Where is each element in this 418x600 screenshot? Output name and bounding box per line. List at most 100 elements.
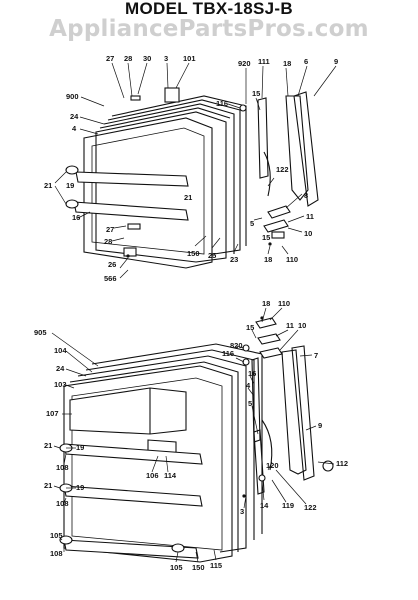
label: 11 (286, 321, 294, 330)
label: 30 (143, 54, 151, 63)
freezer-door-edge-2 (103, 103, 235, 254)
shelf-cap-105-right (171, 543, 185, 553)
part-27-hinge-top (127, 223, 141, 230)
label: 122 (276, 165, 289, 174)
label: 4 (72, 124, 77, 133)
fresh-door-edge-1 (69, 361, 239, 552)
label: 108 (56, 499, 69, 508)
label: 14 (260, 501, 269, 510)
label: 18 (264, 255, 272, 264)
label: 19 (76, 443, 84, 452)
label: 9 (334, 57, 338, 66)
label: 110 (278, 299, 290, 308)
label: 103 (54, 380, 67, 389)
freezer-door-edge-1 (99, 107, 231, 129)
label: 27 (106, 225, 114, 234)
label: 10 (304, 229, 312, 238)
door-shelf-middle (63, 485, 203, 507)
hinge-15-bottom (271, 231, 285, 239)
label: 28 (124, 54, 132, 63)
part-26-hinge (123, 247, 137, 257)
label: 110 (286, 255, 298, 264)
label: 26 (108, 260, 116, 269)
label: 820 (230, 341, 243, 350)
label: 16 (248, 369, 256, 378)
label: 104 (54, 346, 67, 355)
handle-part-122 (263, 151, 271, 197)
hinge-11 (263, 219, 289, 233)
shelf-cap-19-lower (65, 199, 79, 209)
label: 21 (44, 181, 52, 190)
model-title: MODEL TBX-18SJ-B (125, 0, 293, 18)
handle-9 (293, 91, 319, 207)
screw-3-lower (242, 494, 246, 498)
label: 920 (238, 59, 251, 68)
label: 27 (106, 54, 114, 63)
label: 21 (44, 481, 52, 490)
label: 5 (248, 399, 252, 408)
label: 18 (262, 299, 270, 308)
label: 107 (46, 409, 59, 418)
part-116-plug (239, 104, 247, 112)
label: 18 (283, 59, 291, 68)
label: 5 (250, 219, 254, 228)
label: 150 (187, 249, 200, 258)
handle-7 (281, 349, 307, 475)
handle-9-lower (291, 345, 315, 481)
top-leader-lines (54, 62, 337, 279)
screw-26 (126, 254, 130, 258)
hinge-11-lower (257, 333, 281, 345)
freezer-door-liner (83, 117, 213, 269)
label: 9 (318, 421, 322, 430)
label: 105 (50, 531, 63, 540)
label: 566 (104, 274, 117, 283)
strip-5 (253, 429, 265, 495)
label: 28 (104, 237, 112, 246)
label: 25 (208, 251, 216, 260)
fresh-door-gasket (77, 355, 247, 553)
label: 7 (314, 351, 318, 360)
label: 119 (282, 501, 294, 510)
hinge-10-lower (259, 347, 283, 359)
plug-116-lower (242, 358, 250, 366)
label: 111 (258, 57, 270, 66)
label: 114 (164, 471, 177, 480)
freezer-door-assembly (65, 87, 319, 269)
label: 15 (246, 323, 254, 332)
label: 108 (56, 463, 69, 472)
label: 122 (304, 503, 317, 512)
label: 4 (246, 381, 251, 390)
label: 3 (164, 54, 168, 63)
label: 19 (76, 483, 84, 492)
label: 11 (306, 212, 314, 221)
label: 116 (222, 349, 234, 358)
label: 23 (230, 255, 238, 264)
strip-111 (257, 97, 269, 179)
top-part-labels: 27 28 30 3 101 920 111 18 6 9 900 116 15… (44, 54, 338, 283)
label: 6 (304, 57, 308, 66)
label: 16 (72, 213, 80, 222)
watermark-text: AppliancePartsPros.com (49, 16, 369, 42)
screw-markers (126, 242, 272, 498)
label: 905 (34, 328, 47, 337)
label: 116 (216, 99, 228, 108)
strip-16 (251, 357, 261, 443)
fresh-door-outer (91, 343, 263, 534)
part-14 (258, 474, 266, 482)
freezer-shelf-upper (75, 171, 189, 187)
screw-18 (268, 242, 272, 246)
shelf-cap-105-left (59, 535, 73, 545)
label: 108 (50, 549, 63, 558)
label: 15 (252, 89, 260, 98)
label: 19 (66, 181, 74, 190)
freezer-shelf-lower (73, 201, 189, 221)
freezer-door-outer-panel (95, 111, 227, 263)
label: 900 (66, 92, 79, 101)
label: 150 (192, 563, 205, 572)
label: 10 (298, 321, 306, 330)
label: 3 (240, 507, 244, 516)
part-101-button (164, 87, 180, 103)
fresh-liner-inner (71, 377, 223, 551)
